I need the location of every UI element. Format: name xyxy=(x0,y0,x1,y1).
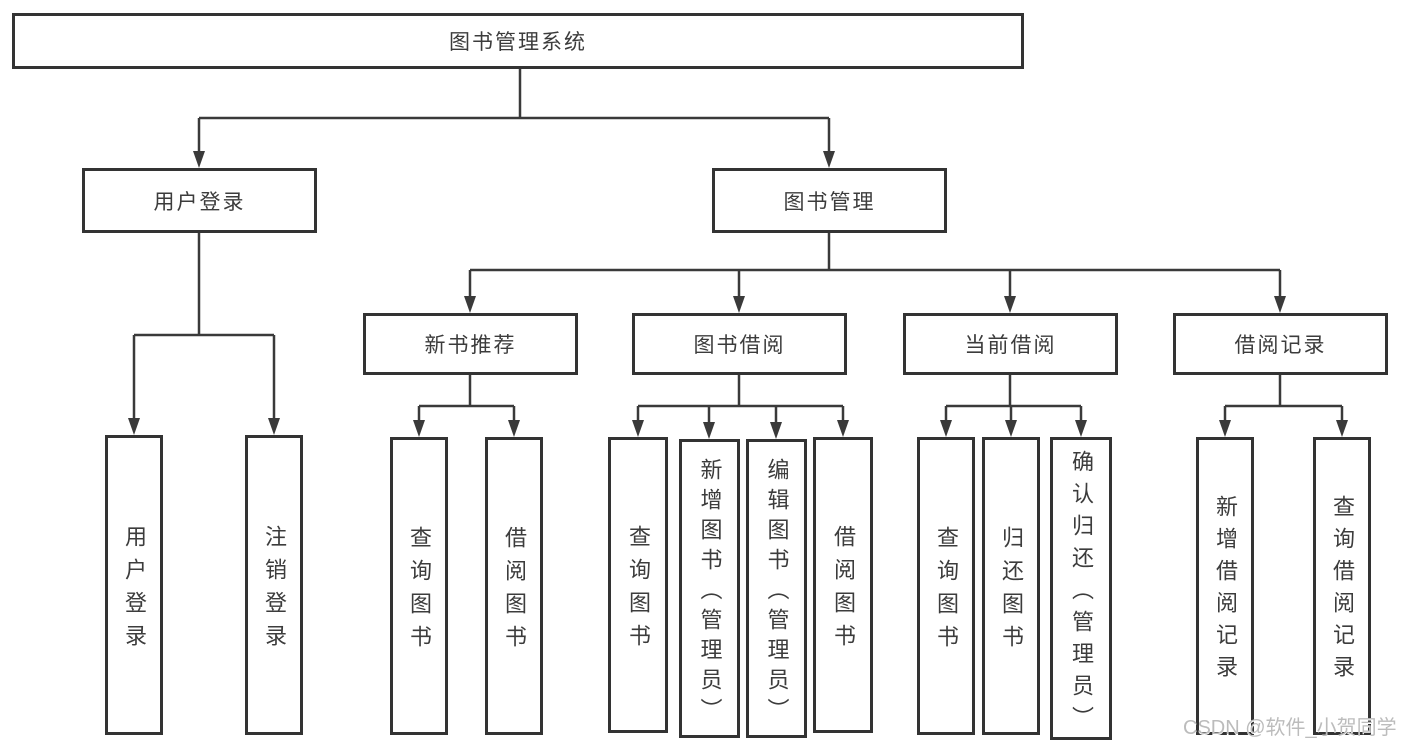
connector-current-to-leaves xyxy=(944,375,1083,425)
node-leaf-add-borrow-record-label: 新增借阅记录 xyxy=(1213,495,1238,687)
node-book-management-label: 图书管理 xyxy=(783,190,876,214)
connector-newbook-to-leaves xyxy=(417,375,516,425)
node-leaf-add-borrow-record: 新增借阅记录 xyxy=(1196,437,1254,735)
node-leaf-confirm-return-admin-label: 确认归还（管理员） xyxy=(1069,449,1094,738)
node-leaf-borrow-books-label: 借阅图书 xyxy=(831,524,856,657)
node-leaf-newbook-borrow-books: 借阅图书 xyxy=(485,437,543,735)
node-current-borrowing-label: 当前借阅 xyxy=(964,334,1057,357)
node-leaf-query-borrow-record-label: 查询借阅记录 xyxy=(1330,495,1355,687)
node-leaf-logout-label: 注销登录 xyxy=(262,524,287,657)
node-leaf-borrow-books: 借阅图书 xyxy=(813,437,873,733)
node-leaf-newbook-borrow-books-label: 借阅图书 xyxy=(502,525,527,658)
connector-borrow-to-leaves xyxy=(636,375,845,427)
connector-records-to-leaves xyxy=(1223,375,1344,425)
node-user-login: 用户登录 xyxy=(82,168,317,233)
node-leaf-add-books-admin-label: 新增图书（管理员） xyxy=(697,457,723,728)
node-leaf-current-query-books: 查询图书 xyxy=(917,437,975,735)
connector-userlogin-to-leaves xyxy=(132,233,276,423)
node-book-borrowing: 图书借阅 xyxy=(632,313,847,375)
node-leaf-edit-books-admin: 编辑图书（管理员） xyxy=(746,439,807,738)
node-leaf-confirm-return-admin: 确认归还（管理员） xyxy=(1050,437,1112,740)
node-leaf-newbook-query-books-label: 查询图书 xyxy=(407,525,432,658)
connector-bookmgmt-to-level2 xyxy=(468,233,1282,301)
node-leaf-logout: 注销登录 xyxy=(245,435,303,735)
node-leaf-user-login: 用户登录 xyxy=(105,435,163,735)
node-current-borrowing: 当前借阅 xyxy=(903,313,1118,375)
node-new-book-recommend: 新书推荐 xyxy=(363,313,578,375)
node-new-book-recommend-label: 新书推荐 xyxy=(424,334,517,357)
csdn-watermark: CSDN @软件_小贺同学 xyxy=(1183,717,1397,739)
node-leaf-edit-books-admin-label: 编辑图书（管理员） xyxy=(764,457,790,728)
node-book-management: 图书管理 xyxy=(712,168,947,233)
node-leaf-return-books: 归还图书 xyxy=(982,437,1040,735)
node-leaf-query-borrow-record: 查询借阅记录 xyxy=(1313,437,1371,735)
node-leaf-return-books-label: 归还图书 xyxy=(999,525,1024,658)
node-user-login-label: 用户登录 xyxy=(153,190,246,214)
node-leaf-user-login-label: 用户登录 xyxy=(122,524,147,657)
node-leaf-borrow-query-books: 查询图书 xyxy=(608,437,668,733)
node-leaf-current-query-books-label: 查询图书 xyxy=(934,525,959,658)
node-leaf-newbook-query-books: 查询图书 xyxy=(390,437,448,735)
node-borrowing-records-label: 借阅记录 xyxy=(1234,334,1327,357)
node-book-borrowing-label: 图书借阅 xyxy=(693,334,786,357)
node-root-system: 图书管理系统 xyxy=(12,13,1024,69)
arrowheads xyxy=(128,151,1348,439)
node-borrowing-records: 借阅记录 xyxy=(1173,313,1388,375)
node-leaf-add-books-admin: 新增图书（管理员） xyxy=(679,439,740,738)
node-leaf-borrow-query-books-label: 查询图书 xyxy=(626,524,651,657)
node-root-system-label: 图书管理系统 xyxy=(449,31,587,54)
connector-root-to-level1 xyxy=(197,69,831,156)
